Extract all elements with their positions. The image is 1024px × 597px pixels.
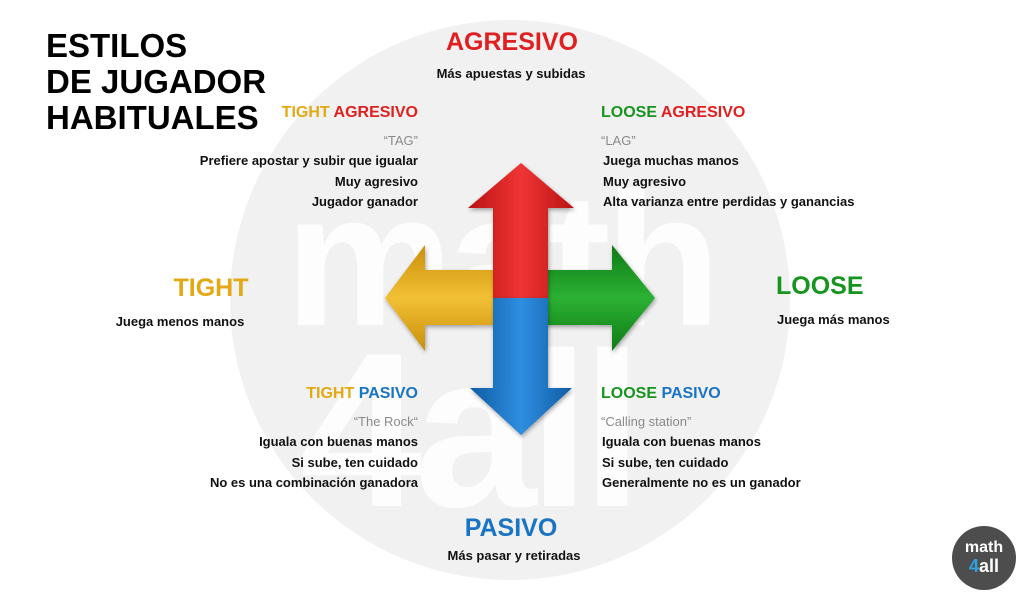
logo-all: all: [979, 556, 1000, 576]
quadrant-line: Muy agresivo: [334, 173, 418, 189]
quadrant-loose-agresivo-title: LOOSE AGRESIVO: [601, 104, 854, 122]
quadrant-line: Alta varianza entre perdidas y ganancias: [603, 194, 855, 209]
quadrant-loose-pasivo-nickname: “Calling station”: [601, 414, 692, 429]
quadrant-line: Jugador ganador: [311, 194, 418, 209]
quadrant-tight-pasivo-lines: Iguala con buenas manos Si sube, ten cui…: [210, 432, 418, 494]
axis-bottom-desc: Más pasar y retiradas: [447, 548, 581, 563]
quadrant-loose-agresivo-lines: Juega muchas manos Muy agresivo Alta var…: [603, 151, 854, 213]
quadrant-loose-agresivo-label-b: AGRESIVO: [660, 104, 746, 121]
quadrant-line: Iguala con buenas manos: [602, 434, 761, 449]
quadrant-line: Si sube, ten cuidado: [291, 454, 418, 470]
quadrant-tight-agresivo-title: TIGHT AGRESIVO: [200, 104, 418, 122]
quadrant-tight-agresivo: TIGHT AGRESIVO “TAG” Prefiere apostar y …: [200, 104, 418, 213]
page-title: ESTILOS DE JUGADOR HABITUALES: [46, 28, 266, 136]
quadrant-loose-pasivo-title: LOOSE PASIVO: [601, 385, 801, 403]
quadrant-tight-agresivo-lines: Prefiere apostar y subir que igualar Muy…: [200, 151, 418, 213]
quadrant-tight-pasivo-label-a: TIGHT: [306, 385, 355, 402]
quadrant-line: Prefiere apostar y subir que igualar: [199, 153, 418, 168]
axis-right-label: LOOSE: [776, 272, 864, 300]
quadrant-tight-pasivo-label-b: PASIVO: [358, 385, 418, 402]
quadrant-loose-agresivo-label-a: LOOSE: [601, 104, 658, 121]
quadrant-tight-agresivo-label-b: AGRESIVO: [333, 104, 418, 121]
arrow-right-green: [520, 245, 655, 351]
quadrant-line: Iguala con buenas manos: [259, 434, 418, 449]
quadrant-tight-pasivo: TIGHT PASIVO “The Rock“ Iguala con buena…: [210, 385, 418, 494]
quadrant-loose-pasivo: LOOSE PASIVO “Calling station” Iguala co…: [601, 385, 801, 494]
quadrant-tight-agresivo-label-a: TIGHT: [281, 104, 330, 121]
axis-top-label: AGRESIVO: [446, 28, 578, 56]
quadrant-line: No es una combinación ganadora: [209, 475, 418, 490]
axis-left-label: TIGHT: [173, 274, 249, 302]
quadrant-loose-agresivo: LOOSE AGRESIVO “LAG” Juega muchas manos …: [601, 104, 854, 213]
math4all-logo: math 4all: [952, 526, 1016, 590]
quadrant-line: Generalmente no es un ganador: [602, 475, 801, 490]
axis-left-desc: Juega menos manos: [115, 314, 245, 329]
quadrant-tight-agresivo-nickname: “TAG”: [383, 133, 418, 148]
quadrant-loose-pasivo-label-b: PASIVO: [661, 385, 721, 402]
axis-bottom-label: PASIVO: [464, 514, 558, 542]
logo-four: 4: [968, 556, 979, 576]
watermark-4all: 4all: [300, 307, 643, 553]
quadrant-loose-agresivo-nickname: “LAG”: [601, 133, 636, 148]
logo-line-2: 4all: [952, 557, 1016, 575]
arrow-cross: [385, 163, 655, 435]
quadrant-loose-pasivo-lines: Iguala con buenas manos Si sube, ten cui…: [602, 432, 801, 494]
title-line-1: ESTILOS: [46, 27, 188, 64]
title-line-3: HABITUALES: [46, 99, 259, 136]
quadrant-line: Juega muchas manos: [603, 153, 739, 168]
title-line-2: DE JUGADOR: [46, 63, 267, 100]
quadrant-tight-pasivo-nickname: “The Rock“: [353, 414, 418, 429]
axis-right-desc: Juega más manos: [777, 312, 890, 327]
quadrant-line: Muy agresivo: [603, 173, 687, 189]
quadrant-line: Si sube, ten cuidado: [602, 454, 729, 470]
quadrant-loose-pasivo-label-a: LOOSE: [601, 385, 658, 402]
arrow-left-yellow: [385, 245, 520, 351]
logo-line-1: math: [964, 539, 1004, 556]
axis-top-desc: Más apuestas y subidas: [436, 66, 586, 81]
arrow-down-blue: [470, 298, 572, 435]
arrow-up-red: [468, 163, 574, 298]
quadrant-tight-pasivo-title: TIGHT PASIVO: [210, 385, 418, 403]
